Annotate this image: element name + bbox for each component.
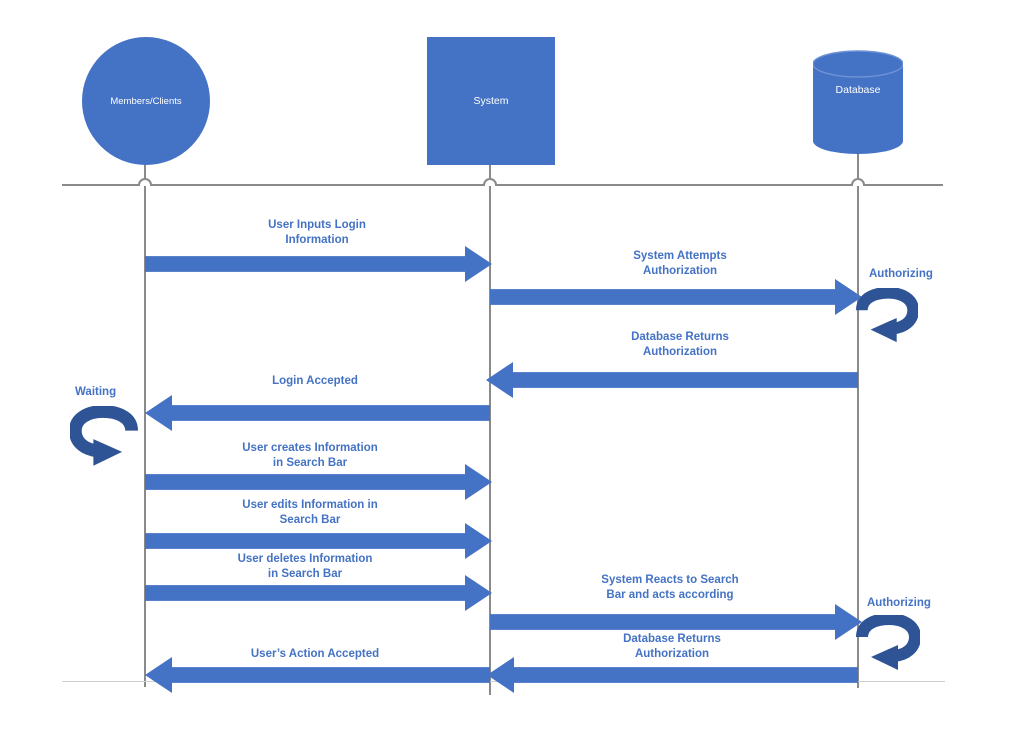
cylinder-shape <box>812 50 904 154</box>
actor-system: System <box>427 37 555 165</box>
frame-top-line <box>62 184 943 186</box>
message-label: Database Returns Authorization <box>623 633 721 660</box>
line-jump-arc <box>851 178 865 186</box>
message-label: User’s Action Accepted <box>250 648 380 660</box>
message-arrow <box>145 395 490 431</box>
authorizing-loop-icon <box>856 288 918 343</box>
message-arrow <box>486 362 858 398</box>
actor-database: Database <box>812 50 904 154</box>
message-label: User creates Information in Search Bar <box>242 442 378 469</box>
actor-system-label: System <box>473 95 509 107</box>
message-arrow <box>487 657 858 693</box>
message-arrow <box>145 246 492 282</box>
authorizing-label: Authorizing <box>869 268 933 280</box>
actor-database-label: Database <box>835 84 881 96</box>
actor-members-clients: Members/Clients <box>82 37 210 165</box>
lifeline-members <box>144 163 146 687</box>
line-jump-arc <box>138 178 152 186</box>
waiting-loop-icon <box>70 406 138 466</box>
message-label: User deletes Information in Search Bar <box>237 553 373 580</box>
message-label: User edits Information in Search Bar <box>242 499 378 526</box>
message-arrow <box>490 279 862 315</box>
message-arrow <box>145 657 490 693</box>
message-label: System Reacts to Search Bar and acts acc… <box>601 574 739 601</box>
lifeline-database <box>857 152 859 688</box>
authorizing-loop-icon <box>856 615 920 670</box>
line-jump-arc <box>483 178 497 186</box>
authorizing-label: Authorizing <box>867 597 931 609</box>
message-label: User Inputs Login Information <box>268 219 366 246</box>
message-label: Database Returns Authorization <box>631 331 729 358</box>
message-label: System Attempts Authorization <box>633 250 727 277</box>
actor-members-clients-label: Members/Clients <box>110 95 182 107</box>
waiting-label: Waiting <box>75 386 117 398</box>
lifeline-system <box>489 165 491 695</box>
message-label: Login Accepted <box>272 375 358 387</box>
